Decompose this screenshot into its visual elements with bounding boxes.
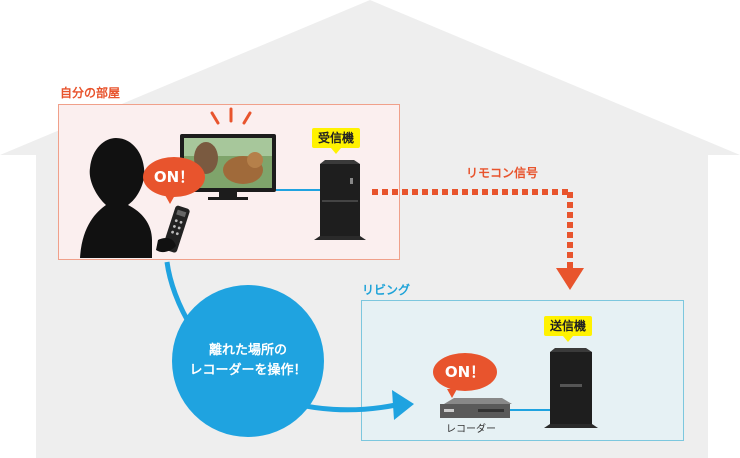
signal-arrowhead — [556, 268, 584, 290]
transmitter-device-icon — [544, 348, 598, 428]
on-bubble-recorder: ON！ — [433, 353, 497, 398]
hand-shape — [156, 238, 176, 253]
living-box — [361, 300, 684, 441]
remote-signal-label: リモコン信号 — [466, 166, 539, 180]
living-room-label: リビング — [362, 283, 411, 297]
recorder-caption: レコーダー — [446, 424, 496, 435]
operate-text-line1: 離れた場所の — [208, 343, 287, 358]
my-room-label: 自分の部屋 — [60, 86, 121, 100]
receiver-device-icon — [314, 160, 366, 240]
operate-remotely-circle: 離れた場所の レコーダーを操作！ — [172, 285, 324, 437]
on-bubble-tv: ON！ — [143, 157, 205, 204]
operate-arrowhead — [392, 390, 414, 420]
recorder-device-icon — [440, 398, 512, 418]
operate-text-line2: レコーダーを操作！ — [189, 363, 307, 378]
transmitter-tag: 送信機 — [544, 316, 593, 342]
receiver-tag: 受信機 — [312, 128, 361, 154]
attention-marks-icon — [210, 107, 252, 125]
remote-signal-path — [372, 189, 573, 268]
person-icon — [80, 138, 152, 258]
